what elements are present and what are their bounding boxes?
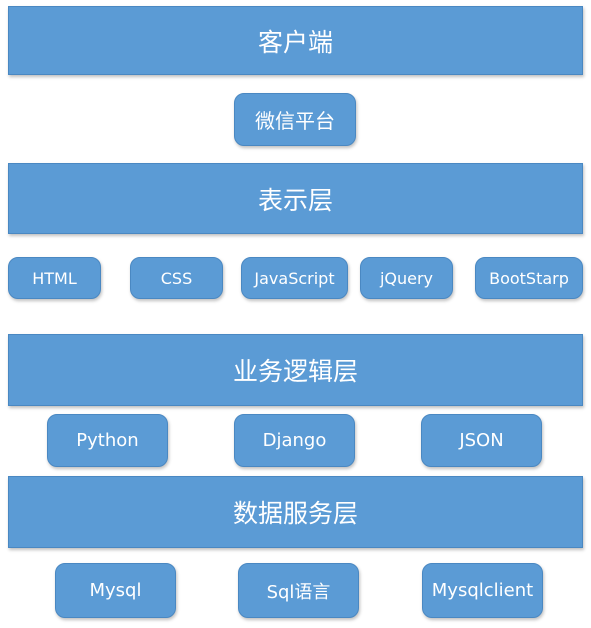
tech-item-label: HTML — [32, 268, 77, 288]
presentation-layer-label: 表示层 — [257, 185, 333, 215]
tech-item-label: CSS — [160, 268, 193, 288]
tech-item-bootstrap: BootStarp — [475, 257, 583, 299]
tech-item-label: JavaScript — [254, 268, 335, 288]
tech-item-javascript: JavaScript — [241, 257, 348, 299]
tech-item-label: Mysqlclient — [431, 580, 534, 601]
tech-item-label: jQuery — [379, 268, 434, 288]
tech-item-mysqlclient: Mysqlclient — [422, 563, 543, 618]
presentation-layer-bar: 表示层 — [8, 163, 583, 234]
data-layer-label: 数据服务层 — [232, 499, 358, 528]
tech-item-label: Python — [76, 430, 139, 451]
business-layer-label: 业务逻辑层 — [232, 357, 358, 386]
data-layer-bar: 数据服务层 — [8, 476, 583, 548]
tech-item-label: JSON — [459, 430, 504, 451]
business-layer-bar: 业务逻辑层 — [8, 334, 583, 406]
client-item-wechat: 微信平台 — [234, 93, 356, 146]
client-layer-label: 客户端 — [257, 27, 333, 57]
tech-item-label: BootStarp — [489, 268, 569, 288]
tech-item-css: CSS — [130, 257, 223, 299]
tech-item-html: HTML — [8, 257, 101, 299]
tech-item-label: Mysql — [89, 580, 142, 601]
tech-item-label: Sql语言 — [266, 581, 331, 603]
tech-item-django: Django — [234, 414, 355, 467]
client-item-label: 微信平台 — [255, 109, 335, 133]
tech-item-json: JSON — [421, 414, 542, 467]
tech-item-mysql: Mysql — [55, 563, 176, 618]
tech-item-sql-language: Sql语言 — [238, 563, 359, 618]
tech-item-label: Django — [262, 430, 327, 451]
tech-item-jquery: jQuery — [360, 257, 453, 299]
client-layer-bar: 客户端 — [8, 6, 583, 75]
tech-item-python: Python — [47, 414, 168, 467]
